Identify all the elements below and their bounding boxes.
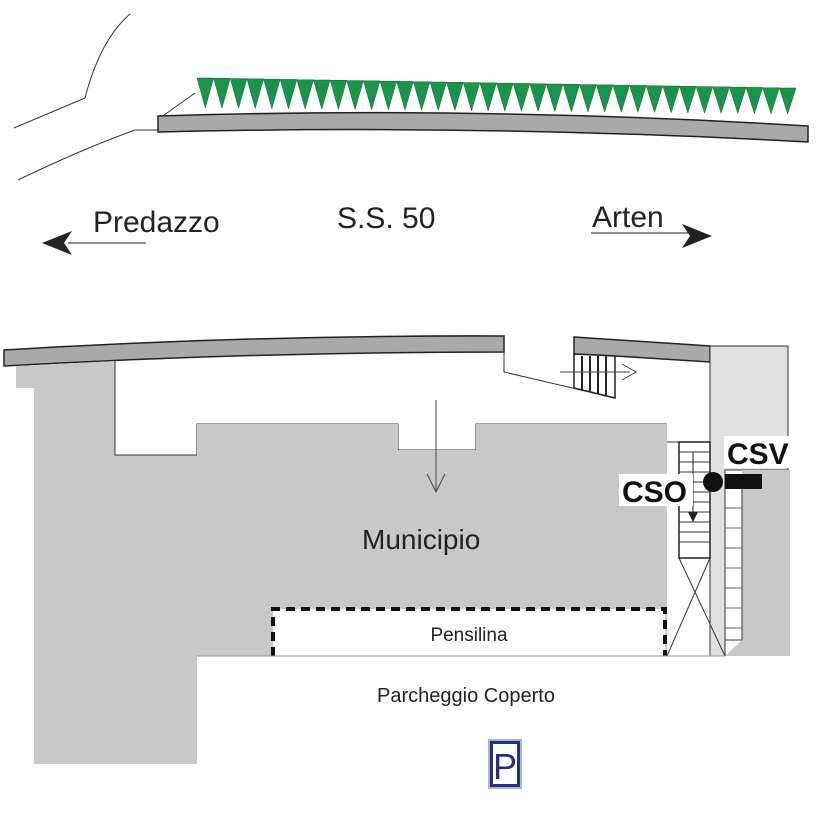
hedge-shrub bbox=[379, 80, 397, 111]
lower-road-strip-right bbox=[573, 336, 711, 363]
direction-left-label: Predazzo bbox=[93, 206, 220, 239]
terrain-lines bbox=[13, 13, 196, 181]
municipio-building bbox=[197, 424, 667, 656]
hedge-shrub bbox=[462, 82, 481, 112]
arrow-left-icon bbox=[42, 231, 146, 255]
upper-stair bbox=[560, 353, 638, 399]
hedge-shrub bbox=[729, 86, 747, 115]
hedge-shrub bbox=[429, 81, 447, 112]
hedge-shrub bbox=[313, 79, 331, 111]
hedge-shrub bbox=[246, 78, 264, 110]
hedge-shrub bbox=[279, 79, 298, 110]
hedge-shrub bbox=[712, 86, 730, 115]
hedge-shrub bbox=[479, 82, 497, 112]
hedge-shrub bbox=[263, 78, 281, 110]
hedge-shrub bbox=[329, 80, 348, 111]
hedge-shrub bbox=[595, 84, 614, 113]
parking-label: Parcheggio Coperto bbox=[377, 685, 555, 707]
cso-label: CSO bbox=[622, 476, 687, 509]
parking-sign-icon: P bbox=[488, 739, 522, 789]
csv-label: CSV bbox=[727, 438, 789, 471]
hedge-shrub bbox=[645, 85, 664, 114]
svg-text:P: P bbox=[493, 746, 517, 787]
road-strip bbox=[157, 111, 809, 143]
hedge-shrub bbox=[529, 83, 547, 113]
hedge-shrub bbox=[229, 78, 248, 110]
hedge-shrub bbox=[446, 82, 464, 112]
canopy-outline bbox=[271, 607, 667, 656]
hedge-shrub bbox=[695, 86, 714, 114]
arrow-down-icon bbox=[426, 400, 446, 494]
hedge-shrub bbox=[679, 86, 697, 114]
open-shaft-cross bbox=[666, 557, 726, 657]
canopy-label: Pensilina bbox=[430, 625, 508, 646]
hedge-shrub bbox=[612, 84, 630, 114]
hedge-shrub bbox=[213, 78, 231, 110]
hedge-shrub bbox=[745, 87, 764, 115]
lower-road-strip bbox=[3, 335, 505, 367]
hedge-shrub bbox=[496, 82, 514, 112]
arrow-right-icon bbox=[591, 224, 712, 248]
hedge-shrub bbox=[346, 80, 364, 111]
building-name-label: Municipio bbox=[362, 524, 480, 555]
csv-marker bbox=[725, 474, 762, 489]
right-wall bbox=[725, 470, 790, 656]
hedge-shrub bbox=[363, 80, 381, 111]
hedge-shrub bbox=[296, 79, 314, 110]
hedge-shrub bbox=[546, 83, 564, 113]
hedge-shrub bbox=[579, 84, 597, 113]
hedge-shrub bbox=[512, 83, 531, 113]
cso-label-bg bbox=[619, 474, 693, 506]
cso-marker bbox=[703, 472, 723, 492]
hedge-shrub bbox=[779, 87, 797, 115]
side-stair-strip bbox=[724, 487, 743, 641]
hedge-shrub bbox=[396, 81, 414, 111]
hedge-shrub bbox=[762, 87, 780, 115]
hedge-shrub bbox=[562, 84, 581, 113]
road-name-label: S.S. 50 bbox=[337, 202, 435, 235]
hedge-shrub bbox=[662, 85, 680, 114]
left-building bbox=[16, 361, 197, 764]
canopy-area bbox=[273, 609, 665, 656]
hedge-row bbox=[196, 77, 797, 115]
hedge-shrub bbox=[412, 81, 431, 112]
direction-right-label: Arten bbox=[592, 201, 664, 234]
hedge-shrub bbox=[629, 85, 647, 114]
csv-label-bg bbox=[724, 436, 796, 468]
hedge-shrub bbox=[196, 77, 214, 109]
